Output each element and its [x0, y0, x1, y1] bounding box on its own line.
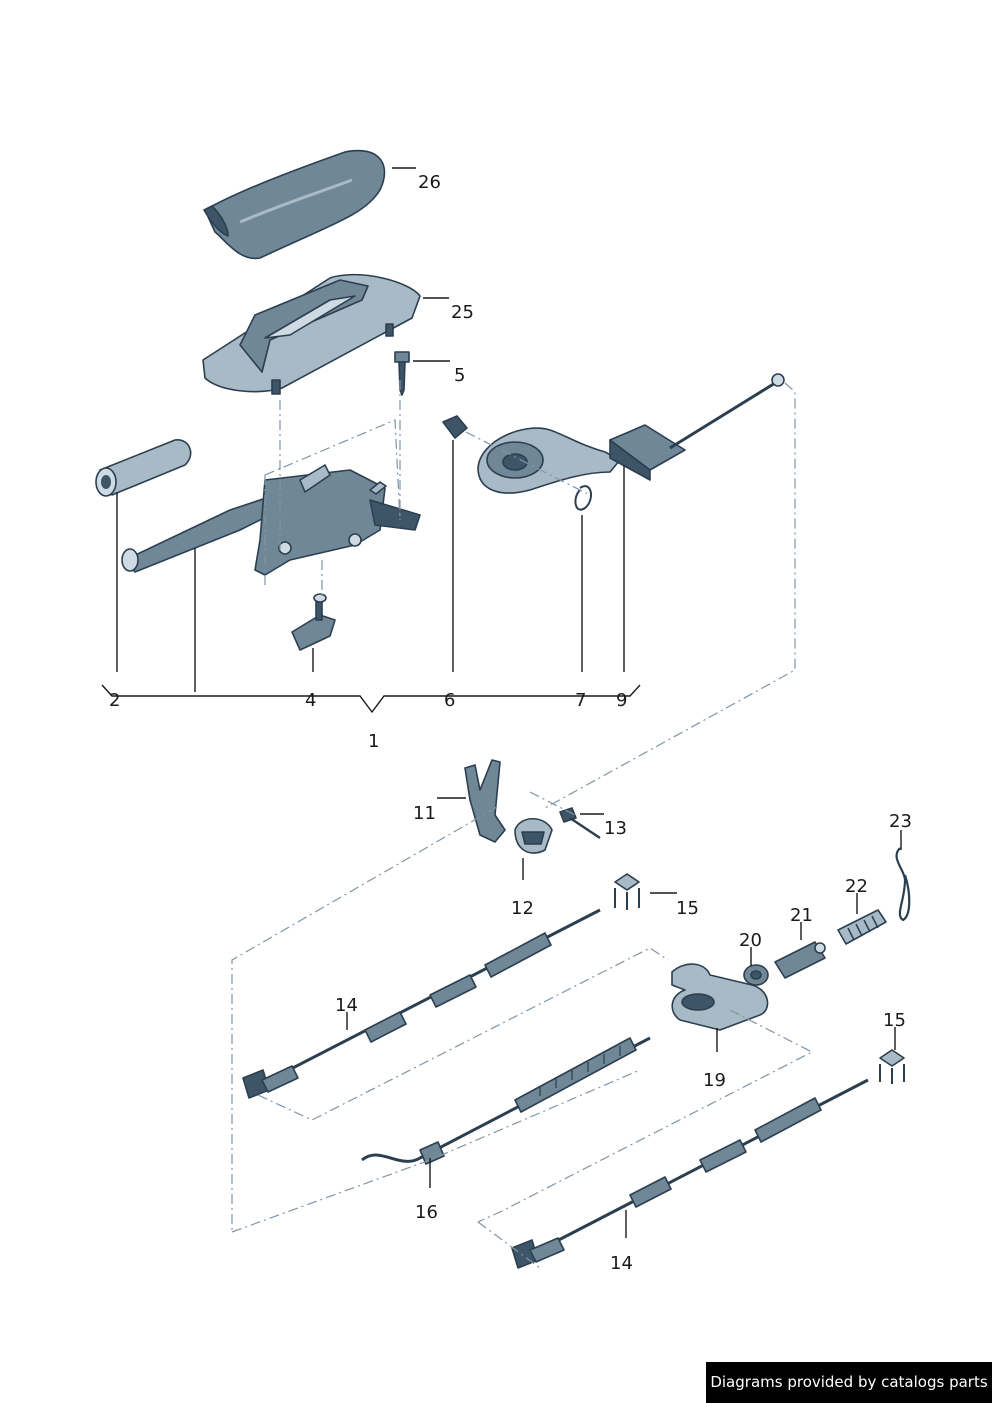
part-7-retaining-clip — [574, 485, 592, 511]
part-20-nut — [743, 964, 769, 986]
callout-16: 16 — [415, 1202, 438, 1223]
callout-4: 4 — [305, 690, 316, 711]
callout-20: 20 — [739, 930, 762, 951]
part-26-handle-cover — [203, 149, 386, 260]
callout-15b: 15 — [883, 1010, 906, 1031]
callout-labels: 26 25 5 2 4 6 7 9 1 11 12 13 15 23 22 21… — [109, 172, 912, 1274]
part-12-clip — [514, 817, 553, 854]
part-22-spring — [837, 909, 887, 945]
part-19-equalizer — [671, 963, 769, 1031]
callout-7: 7 — [575, 690, 586, 711]
part-5-screw — [394, 351, 410, 396]
callout-14b: 14 — [610, 1253, 633, 1274]
part-23-spring-clip — [895, 847, 911, 922]
part-13-pin — [559, 807, 601, 840]
callout-11: 11 — [413, 803, 436, 824]
callout-21: 21 — [790, 905, 813, 926]
part-15b-clip — [879, 1049, 905, 1084]
part-14b-cable-lower — [511, 1078, 869, 1269]
callout-22: 22 — [845, 876, 868, 897]
callout-1: 1 — [368, 731, 379, 752]
part-4-switch — [291, 593, 336, 651]
callout-26: 26 — [418, 172, 441, 193]
part-25-console-trim — [202, 273, 421, 395]
part-2-grip-sleeve — [95, 439, 192, 497]
callout-5: 5 — [454, 365, 465, 386]
callout-25: 25 — [451, 302, 474, 323]
part-14a-cable-upper — [242, 908, 601, 1099]
leader-lines — [101, 167, 902, 1238]
part-11-bracket — [464, 759, 506, 843]
part-15a-clip — [614, 873, 640, 910]
part-6-clip — [442, 415, 468, 439]
callout-2: 2 — [109, 690, 120, 711]
handbrake-lever-assembly — [121, 464, 421, 576]
callout-6: 6 — [444, 690, 455, 711]
credit-banner: Diagrams provided by catalogs parts — [706, 1362, 992, 1403]
callout-13: 13 — [604, 818, 627, 839]
part-21-adjuster — [774, 941, 826, 979]
assembly-guide-lines — [231, 380, 814, 1269]
part-9-boot-and-cable — [477, 373, 785, 494]
callout-15a: 15 — [676, 898, 699, 919]
part-16-cable-center — [361, 1036, 651, 1165]
callout-19: 19 — [703, 1070, 726, 1091]
callout-23: 23 — [889, 811, 912, 832]
callout-14a: 14 — [335, 995, 358, 1016]
callout-9: 9 — [616, 690, 627, 711]
callout-12: 12 — [511, 898, 534, 919]
